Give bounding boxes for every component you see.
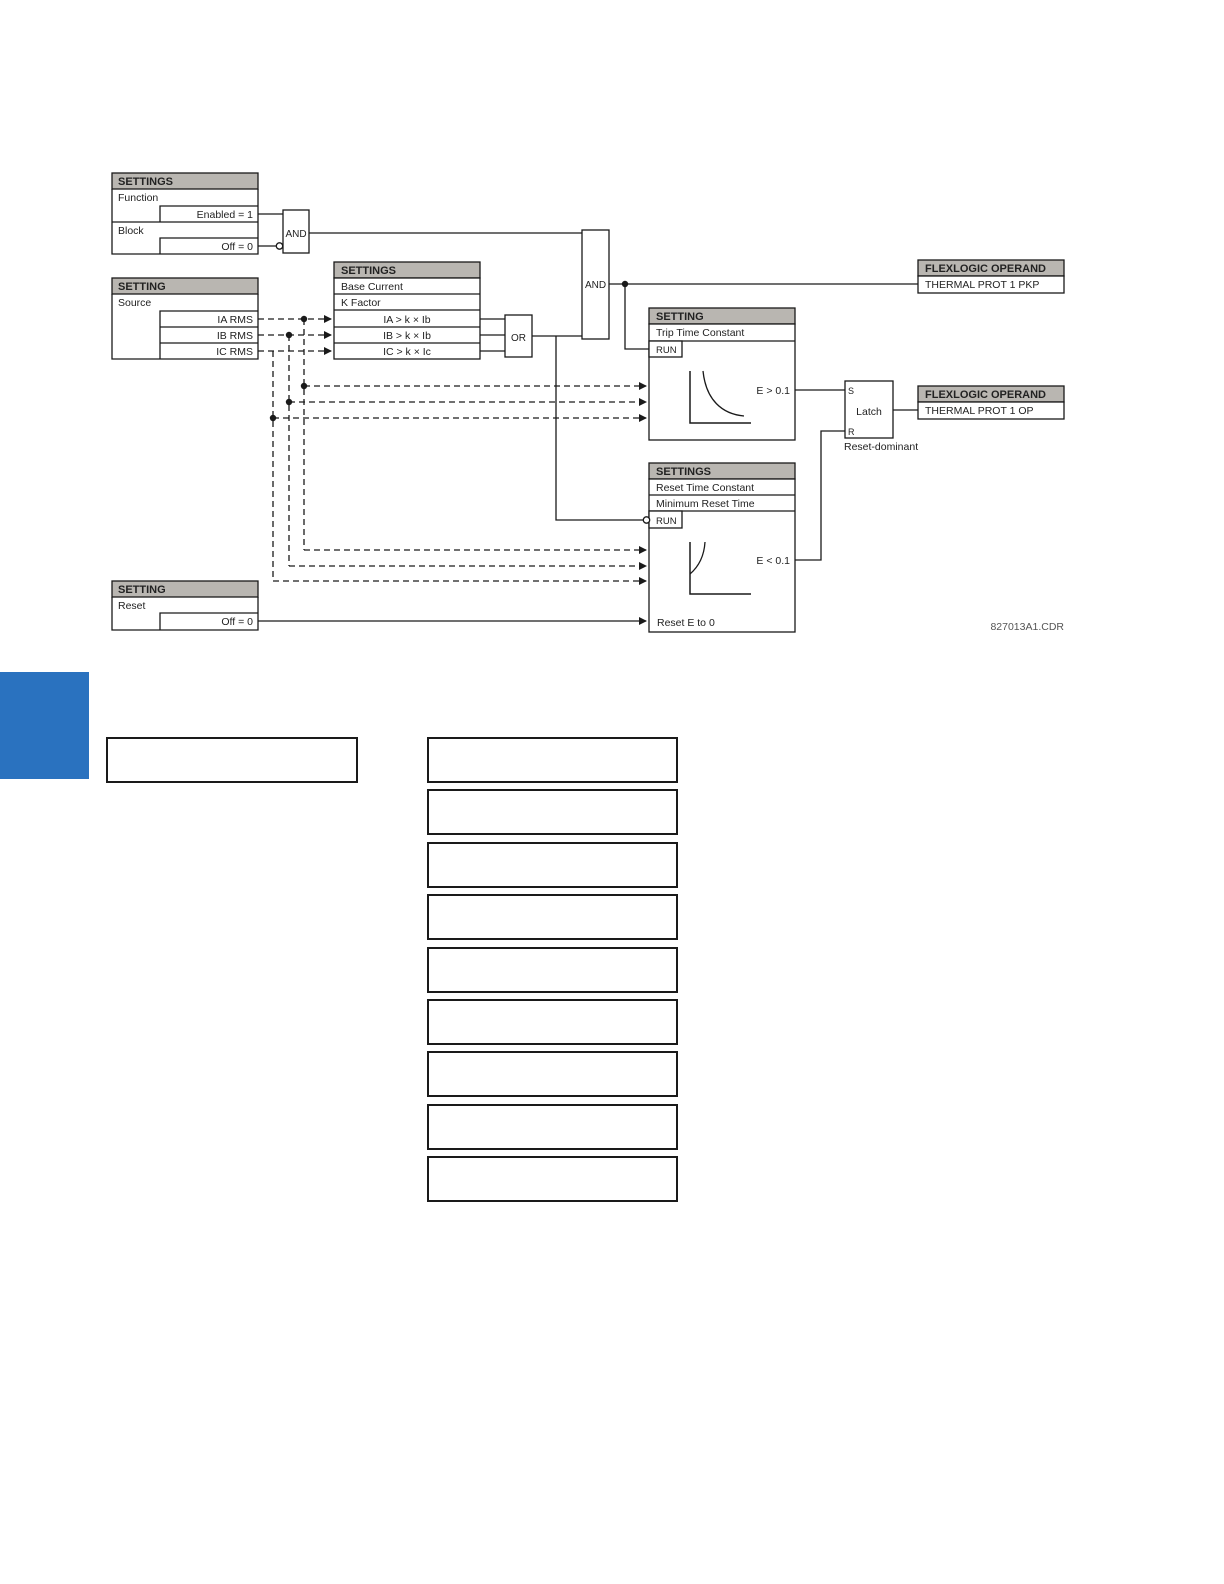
figure-code: 827013A1.CDR <box>990 621 1064 633</box>
reset-block-header: SETTINGS <box>656 466 711 478</box>
comparator-b: IB > k × Ib <box>383 330 431 342</box>
operand-pkp-value: THERMAL PROT 1 PKP <box>925 279 1039 291</box>
invert-bubble <box>275 242 284 250</box>
latch-set-label: S <box>848 386 854 396</box>
reset-off-value: Off = 0 <box>221 616 253 628</box>
operand-pkp-block: FLEXLOGIC OPERAND THERMAL PROT 1 PKP <box>917 259 1065 294</box>
empty-box-2 <box>427 789 678 835</box>
or-gate: OR <box>480 314 533 358</box>
reset-setting-label: Reset <box>118 600 146 612</box>
reset-setting-header: SETTING <box>118 584 166 596</box>
trip-curve <box>702 370 745 417</box>
operand-op-block: FLEXLOGIC OPERAND THERMAL PROT 1 OP <box>917 385 1065 420</box>
trip-curve-axes <box>689 371 751 424</box>
empty-box-left <box>106 737 358 783</box>
ic-rms-label: IC RMS <box>216 346 253 358</box>
empty-box-3 <box>427 842 678 888</box>
ib-rms-label: IB RMS <box>217 330 253 342</box>
trip-output-label: E > 0.1 <box>756 385 790 397</box>
thermal-protection-logic-diagram: SETTINGS Function Enabled = 1 Block Off … <box>111 172 1065 633</box>
chapter-tab <box>0 672 89 779</box>
function-enabled-value: Enabled = 1 <box>197 209 254 221</box>
reset-time-constant-label: Reset Time Constant <box>656 482 754 494</box>
function-label: Function <box>118 192 158 204</box>
comparator-c: IC > k × Ic <box>383 346 431 358</box>
base-current-label: Base Current <box>341 281 403 293</box>
source-header: SETTING <box>118 281 166 293</box>
source-label: Source <box>118 297 151 309</box>
base-current-block: SETTINGS Base Current K Factor IA > k × … <box>333 261 481 360</box>
reset-output-label: E < 0.1 <box>756 555 790 567</box>
reset-curve-axes <box>689 542 751 595</box>
minimum-reset-time-label: Minimum Reset Time <box>656 498 755 510</box>
operand-pkp-header: FLEXLOGIC OPERAND <box>925 263 1046 275</box>
empty-box-5 <box>427 947 678 993</box>
reset-curve <box>689 541 706 575</box>
k-factor-label: K Factor <box>341 297 381 309</box>
base-current-header: SETTINGS <box>341 265 396 277</box>
latch-block: S R Latch Reset-dominant <box>844 380 918 453</box>
reset-e-to-0-label: Reset E to 0 <box>657 617 715 629</box>
ia-rms-label: IA RMS <box>217 314 253 326</box>
and-gate-2-label: AND <box>585 280 606 291</box>
current-signal-lines <box>258 315 647 585</box>
trip-time-block: SETTING Trip Time Constant RUN E > 0.1 <box>648 307 796 441</box>
block-label: Block <box>118 225 144 237</box>
empty-box-6 <box>427 999 678 1045</box>
trip-header: SETTING <box>656 311 704 323</box>
invert-bubble <box>642 516 651 524</box>
trip-run-label: RUN <box>656 345 677 356</box>
latch-label: Latch <box>856 406 882 418</box>
reset-run-label: RUN <box>656 516 677 527</box>
and-gate-1: AND <box>258 209 310 254</box>
operand-op-header: FLEXLOGIC OPERAND <box>925 389 1046 401</box>
reset-setting-block: SETTING Reset Off = 0 <box>111 580 259 631</box>
source-block: SETTING Source IA RMS IB RMS IC RMS <box>111 277 259 360</box>
empty-box-4 <box>427 894 678 940</box>
or-gate-label: OR <box>511 333 526 344</box>
settings-function-block: SETTINGS Function Enabled = 1 Block Off … <box>111 172 259 255</box>
block-off-value: Off = 0 <box>221 241 253 253</box>
and-gate-1-label: AND <box>285 229 306 240</box>
comparator-a: IA > k × Ib <box>383 314 430 326</box>
reset-time-block: SETTINGS Reset Time Constant Minimum Res… <box>642 462 796 633</box>
latch-reset-label: R <box>848 427 855 437</box>
settings-function-header: SETTINGS <box>118 176 173 188</box>
and-gate-2: AND <box>581 229 610 340</box>
operand-op-value: THERMAL PROT 1 OP <box>925 405 1034 417</box>
latch-type-label: Reset-dominant <box>844 441 918 453</box>
trip-time-constant-label: Trip Time Constant <box>656 327 744 339</box>
empty-box-7 <box>427 1051 678 1097</box>
empty-box-1 <box>427 737 678 783</box>
empty-box-9 <box>427 1156 678 1202</box>
empty-box-8 <box>427 1104 678 1150</box>
